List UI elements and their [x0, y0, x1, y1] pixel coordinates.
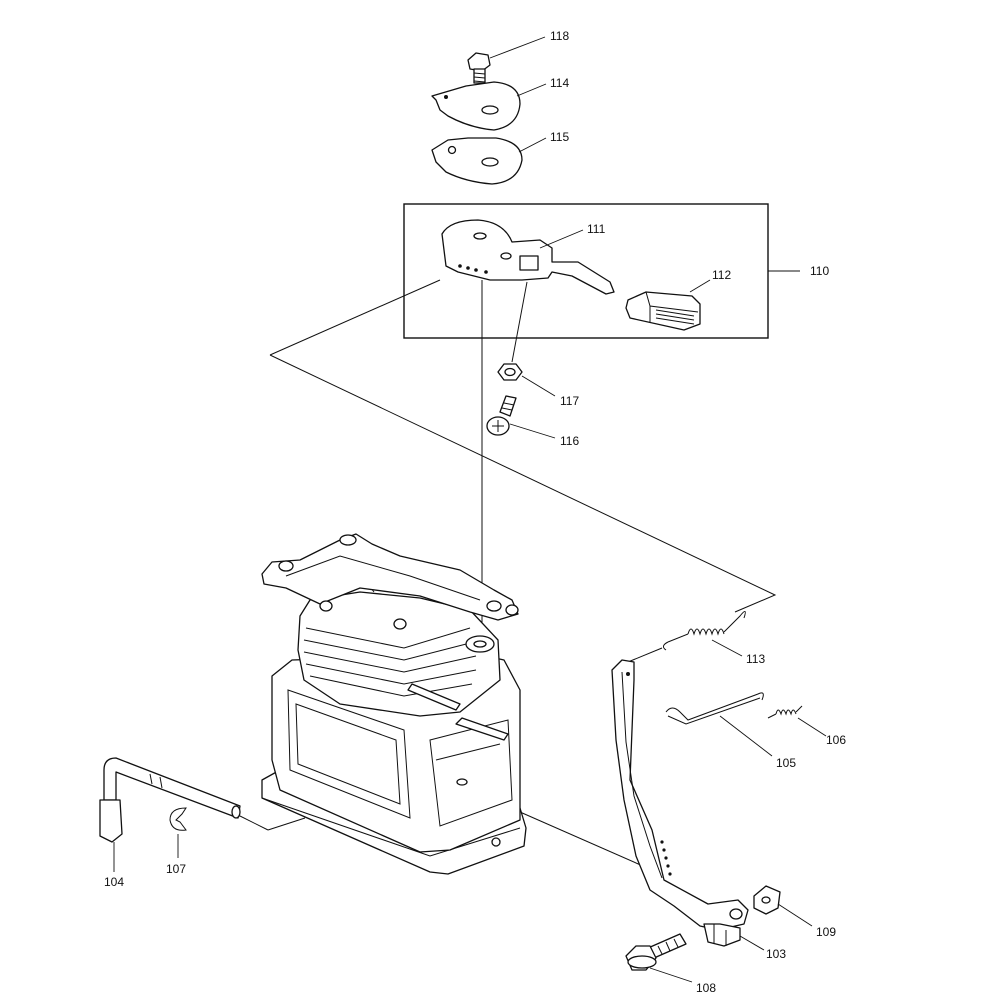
- plate-115: [431, 137, 547, 185]
- callout-108: 108: [696, 981, 716, 995]
- screw-116: [486, 395, 556, 439]
- leader-117: [521, 375, 556, 397]
- grip-112: [625, 279, 711, 331]
- spring-icon: [662, 611, 746, 651]
- bolt-118: [467, 36, 546, 84]
- assembly-guide-lines: [237, 279, 777, 871]
- callout-labels: 118 114 115 111 112 110 117 116 113 106 …: [104, 29, 846, 995]
- leader-111: [539, 229, 584, 249]
- lever-103: [611, 659, 765, 951]
- spring-106: [767, 705, 827, 737]
- callout-118: 118: [550, 29, 569, 43]
- lever-plate-111: [441, 219, 615, 295]
- callout-104: 104: [104, 875, 124, 889]
- engine-block: [261, 533, 527, 875]
- leader-112: [689, 279, 711, 293]
- rod-105: [665, 692, 773, 757]
- callout-110: 110: [810, 264, 829, 278]
- leader-105: [719, 715, 773, 757]
- callout-117: 117: [560, 394, 579, 408]
- bolt-108: [625, 933, 693, 983]
- plate-114: [431, 81, 547, 131]
- callout-113: 113: [746, 652, 765, 666]
- callout-103: 103: [766, 947, 786, 961]
- leader-118: [489, 36, 546, 59]
- nut-icon: [753, 885, 781, 915]
- callout-109: 109: [816, 925, 836, 939]
- callout-106: 106: [826, 733, 846, 747]
- bolt-icon: [486, 395, 517, 436]
- callout-115: 115: [550, 130, 569, 144]
- bolt-icon: [625, 933, 687, 971]
- nut-icon: [497, 363, 523, 381]
- leader-114: [516, 83, 547, 97]
- leader-113: [711, 639, 743, 657]
- callout-107: 107: [166, 862, 186, 876]
- spring-113: [662, 611, 746, 657]
- nut-109: [753, 885, 813, 927]
- leader-115: [518, 137, 547, 153]
- spring-icon: [767, 705, 803, 719]
- clip-107: [169, 807, 187, 858]
- assembly-110-box: [403, 203, 800, 339]
- leader-106: [797, 717, 827, 737]
- callout-116: 116: [560, 434, 579, 448]
- e-clip-icon: [169, 807, 187, 831]
- nut-117: [497, 363, 556, 397]
- callout-114: 114: [550, 76, 569, 90]
- shaft-104: [99, 757, 241, 872]
- callout-111: 111: [587, 222, 606, 236]
- bolt-icon: [467, 52, 491, 84]
- leader-108: [649, 967, 693, 983]
- leader-103: [739, 935, 765, 951]
- callout-105: 105: [776, 756, 796, 770]
- leader-116: [509, 423, 556, 439]
- callout-112: 112: [712, 268, 731, 282]
- leader-109: [777, 903, 813, 927]
